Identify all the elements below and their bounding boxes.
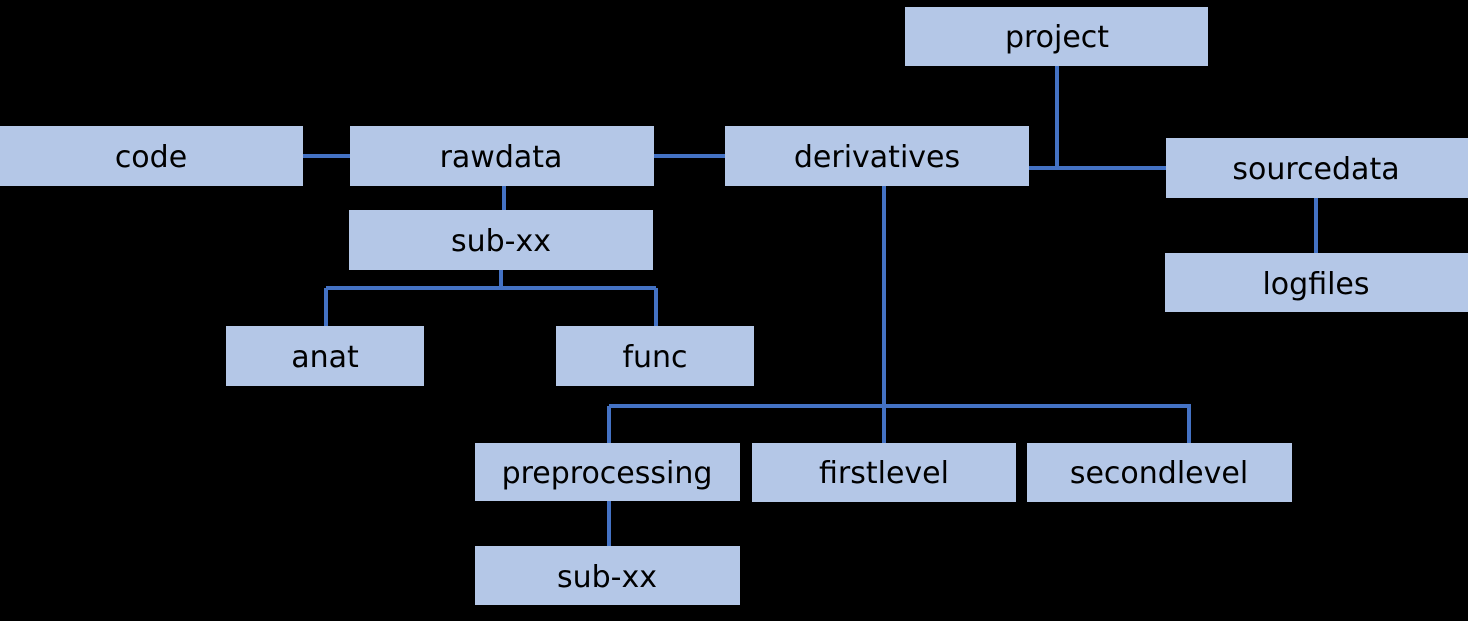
node-label-logfiles: logfiles: [1262, 267, 1369, 302]
node-label-secondlevel: secondlevel: [1070, 456, 1248, 491]
node-preprocessing: preprocessing: [475, 443, 740, 501]
node-code: code: [0, 126, 303, 186]
node-func: func: [556, 326, 754, 386]
node-label-anat: anat: [291, 340, 359, 375]
node-label-code: code: [115, 140, 187, 175]
node-derivatives: derivatives: [725, 126, 1029, 186]
node-label-raw-sub: sub-xx: [451, 224, 551, 259]
node-label-rawdata: rawdata: [440, 140, 563, 175]
node-label-sourcedata: sourcedata: [1232, 152, 1399, 187]
node-rawdata: rawdata: [350, 126, 654, 186]
connector-group: [303, 66, 1318, 546]
node-firstlevel: firstlevel: [752, 443, 1016, 502]
node-label-project: project: [1005, 20, 1109, 55]
node-project: project: [905, 7, 1208, 66]
node-secondlevel: secondlevel: [1027, 443, 1292, 502]
node-label-preprocessing: preprocessing: [502, 456, 713, 491]
node-label-func: func: [622, 340, 687, 375]
edge-sub-to-anat-func: [324, 270, 658, 326]
node-logfiles: logfiles: [1165, 253, 1468, 312]
node-label-derivatives: derivatives: [794, 140, 960, 175]
node-label-preproc-sub: sub-xx: [557, 560, 657, 595]
node-raw-sub: sub-xx: [349, 210, 653, 270]
node-label-firstlevel: firstlevel: [819, 456, 949, 491]
node-preproc-sub: sub-xx: [475, 546, 740, 605]
node-sourcedata: sourcedata: [1166, 138, 1468, 198]
node-anat: anat: [226, 326, 424, 386]
